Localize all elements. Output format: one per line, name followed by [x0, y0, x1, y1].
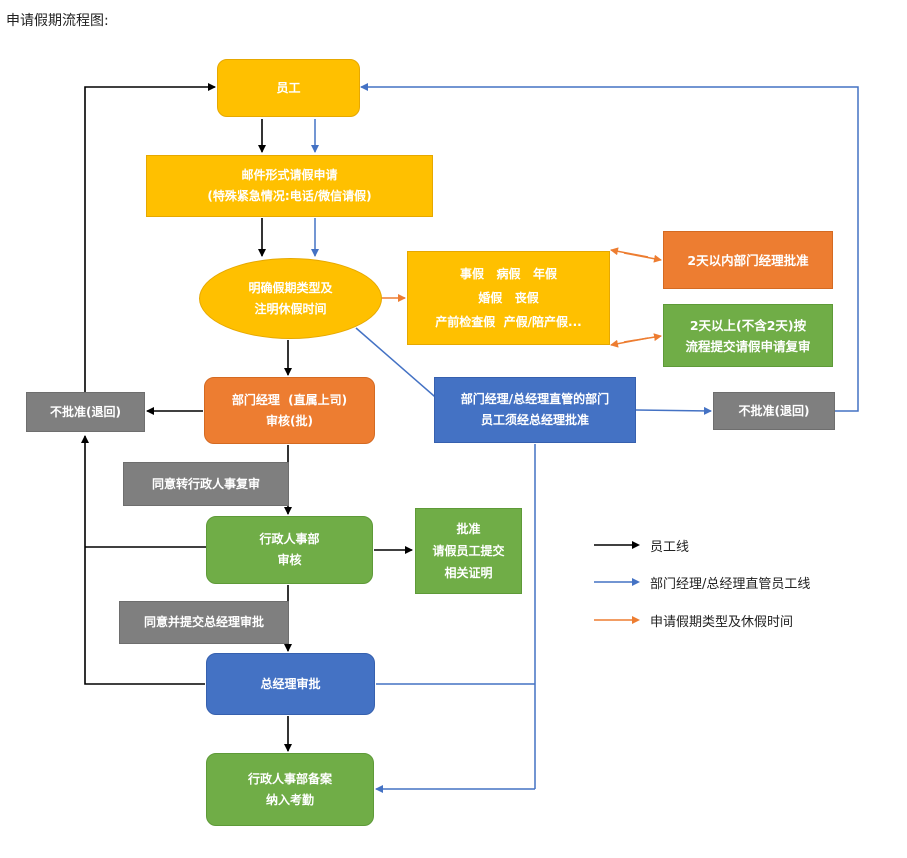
edge-blue-reject-to-employee — [360, 83, 859, 412]
node-approve-proof-line-2: 请假员工提交 — [432, 544, 505, 558]
node-employee-line-1: 员工 — [276, 80, 301, 95]
node-gm-direct-dept-line-2: 员工须经总经理批准 — [480, 413, 589, 427]
node-over-2-days: 2天以上(不含2天)按 流程提交请假申请复审 — [663, 304, 833, 367]
legend-blue-arrow — [594, 578, 640, 586]
node-email-request-line-2: (特殊紧急情况:电话/微信请假) — [207, 189, 372, 203]
node-approve-proof-line-3: 相关证明 — [444, 566, 493, 580]
node-approve-proof: 批准 请假员工提交 相关证明 — [415, 508, 522, 594]
edge-reject-to-employee — [84, 83, 216, 392]
node-gm-direct-dept: 部门经理/总经理直管的部门 员工须经总经理批准 — [434, 377, 636, 443]
node-clarify-type: 明确假期类型及 注明休假时间 — [199, 258, 382, 339]
node-leave-types-line-2: 婚假 丧假 — [478, 291, 539, 305]
node-email-request-line-1: 邮件形式请假申请 — [241, 168, 338, 182]
node-reject-right-line-1: 不批准(退回) — [738, 403, 810, 418]
node-employee: 员工 — [217, 59, 360, 117]
edge-blue-clarify-to-gmdept — [355, 327, 450, 410]
page-title: 申请假期流程图: — [6, 13, 109, 29]
legend-label-leave-type-line: 申请假期类型及休假时间 — [650, 614, 794, 630]
node-hr-review-line-2: 审核 — [277, 553, 302, 567]
node-leave-types: 事假 病假 年假 婚假 丧假 产前检查假 产假/陪产假... — [407, 251, 610, 345]
legend-label-manager-line: 部门经理/总经理直管员工线 — [650, 576, 811, 592]
node-reject-left-line-1: 不批准(退回) — [50, 404, 121, 419]
node-clarify-type-line-1: 明确假期类型及 — [248, 280, 333, 295]
node-leave-types-line-3: 产前检查假 产假/陪产假... — [435, 315, 582, 329]
legend-orange-arrow — [594, 616, 640, 624]
node-reject-right: 不批准(退回) — [713, 392, 835, 430]
node-dept-manager: 部门经理 (直属上司) 审核(批) — [204, 377, 375, 444]
node-reject-left: 不批准(退回) — [26, 392, 145, 432]
node-over-2-days-line-1: 2天以上(不含2天)按 — [689, 317, 807, 333]
node-email-request: 邮件形式请假申请 (特殊紧急情况:电话/微信请假) — [146, 155, 433, 217]
node-within-2-days-line-1: 2天以内部门经理批准 — [687, 252, 809, 268]
legend-black-arrow — [594, 541, 640, 549]
edge-orange-over-to-types — [610, 337, 649, 348]
label-agree-to-hr: 同意转行政人事复审 — [123, 462, 289, 506]
node-dept-manager-line-2: 审核(批) — [266, 413, 313, 428]
node-approve-proof-line-1: 批准 — [456, 522, 481, 536]
node-hr-archive: 行政人事部备案 纳入考勤 — [206, 753, 374, 826]
node-leave-types-line-1: 事假 病假 年假 — [459, 267, 558, 281]
node-hr-archive-line-1: 行政人事部备案 — [247, 771, 332, 786]
legend-item-employee-line: 员工线 — [594, 535, 689, 555]
legend-label-employee-line: 员工线 — [650, 539, 690, 555]
node-gm-approve: 总经理审批 — [206, 653, 375, 715]
node-gm-direct-dept-line-1: 部门经理/总经理直管的部门 — [460, 392, 610, 406]
edge-blue-gmdept-to-reject — [635, 406, 712, 415]
node-hr-review-line-1: 行政人事部 — [259, 532, 320, 546]
node-gm-approve-line-1: 总经理审批 — [260, 676, 321, 691]
label-agree-to-hr-line-1: 同意转行政人事复审 — [151, 476, 260, 491]
legend-item-leave-type-line: 申请假期类型及休假时间 — [594, 610, 793, 630]
legend-item-manager-line: 部门经理/总经理直管员工线 — [594, 572, 810, 592]
node-hr-review: 行政人事部 审核 — [206, 516, 373, 584]
label-agree-submit-gm-line-1: 同意并提交总经理审批 — [143, 615, 264, 629]
node-hr-archive-line-2: 纳入考勤 — [265, 792, 314, 807]
node-within-2-days: 2天以内部门经理批准 — [663, 231, 833, 289]
node-over-2-days-line-2: 流程提交请假申请复审 — [685, 338, 811, 354]
edge-orange-within-to-types — [610, 247, 649, 258]
node-clarify-type-line-2: 注明休假时间 — [254, 301, 327, 316]
label-agree-submit-gm: 同意并提交总经理审批 — [119, 601, 289, 644]
node-dept-manager-line-1: 部门经理 (直属上司) — [231, 392, 348, 407]
edge-gm-to-reject — [81, 435, 205, 685]
